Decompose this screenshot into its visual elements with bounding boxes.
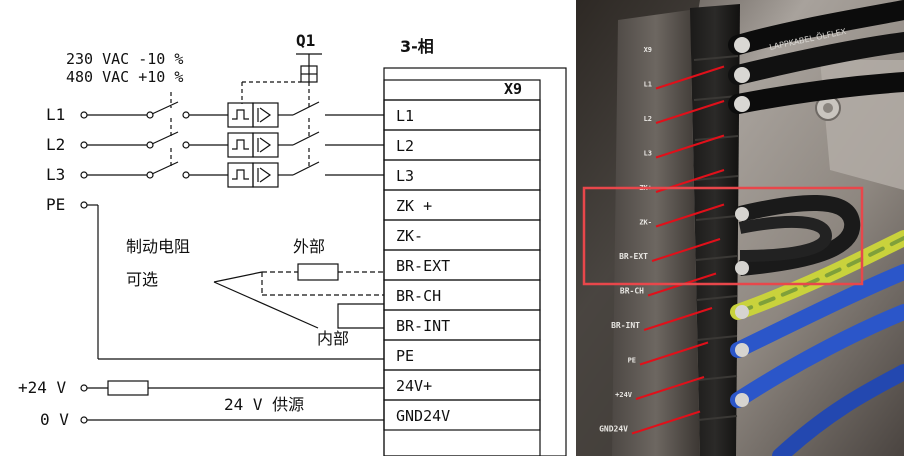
supply24-label: 24 V 供源 — [224, 395, 304, 414]
photo-pin-label: PE — [628, 357, 636, 365]
input-zero: 0 V — [40, 410, 69, 429]
signal-wires — [730, 230, 904, 456]
photo-pin-label: L2 — [644, 115, 652, 123]
photo-pin-label: ZK- — [639, 219, 652, 227]
fuse — [107, 380, 149, 396]
photo-pin-label: BR-EXT — [619, 252, 648, 261]
input-l2: L2 — [46, 135, 65, 154]
pin-label: PE — [396, 347, 414, 365]
breaker-label: Q1 — [296, 31, 315, 50]
pin-label: BR-INT — [396, 317, 450, 335]
connector-name: X9 — [504, 80, 522, 98]
phase-label: 3-相 — [400, 37, 434, 56]
label-plate — [612, 10, 700, 456]
mechanical-links — [170, 81, 310, 168]
photo-pin-label: BR-CH — [620, 287, 644, 296]
input-l3: L3 — [46, 165, 65, 184]
pin-label: L1 — [396, 107, 414, 125]
photo-pin-label: +24V — [615, 391, 633, 399]
supply-line-1: 230 VAC -10 % — [66, 50, 183, 68]
pin-marker — [639, 341, 709, 366]
phase-line-l3 — [80, 161, 384, 179]
photo-pin-label: GND24V — [599, 425, 628, 434]
pin-marker — [643, 307, 713, 331]
pin-label: BR-CH — [396, 287, 441, 305]
brake-title-2: 可选 — [126, 270, 158, 289]
photo-pin-label: L1 — [644, 81, 652, 89]
pin-marker — [635, 376, 705, 400]
pin-marker — [655, 134, 725, 159]
pin-marker — [631, 410, 701, 435]
pin-marker — [655, 65, 725, 90]
power-cables — [728, 0, 904, 114]
pin-label: L3 — [396, 167, 414, 185]
pin-marker — [655, 203, 725, 228]
brake-pins-highlight — [582, 186, 864, 286]
pin-marker — [651, 238, 721, 262]
supply24-wiring — [80, 380, 384, 424]
connector-photo: LAPPKABEL ÖLFLEX X9L1L2L3ZK+ZK-BR-EXTBR-… — [576, 0, 904, 456]
terminal-block — [690, 4, 740, 456]
phase-line-l1 — [80, 101, 384, 119]
brake-external-label: 外部 — [293, 237, 325, 256]
pe-line — [80, 201, 384, 360]
pin-cell — [383, 399, 541, 431]
brake-title-1: 制动电阻 — [126, 237, 190, 256]
overload-relays — [227, 102, 279, 188]
input-plus24: +24 V — [18, 378, 67, 397]
pin-label: 24V+ — [396, 377, 432, 395]
photo-pin-label: L3 — [644, 150, 652, 158]
schematic: 230 VAC -10 % 480 VAC +10 % Q1 L1 L2 L3 … — [18, 31, 567, 457]
input-pe: PE — [46, 195, 65, 214]
phase-line-l2 — [80, 131, 384, 149]
pin-label: BR-EXT — [396, 257, 450, 275]
pin-label: GND24V — [396, 407, 450, 425]
supply-line-2: 480 VAC +10 % — [66, 68, 183, 86]
brake-jumper — [735, 195, 861, 276]
pin-label: ZK- — [396, 227, 423, 245]
pin-label: L2 — [396, 137, 414, 155]
pin-label: ZK + — [396, 197, 432, 215]
pin-marker — [655, 100, 725, 124]
external-resistor — [297, 263, 339, 281]
input-l1: L1 — [46, 105, 65, 124]
brake-wiring — [213, 263, 384, 329]
brake-internal-label: 内部 — [317, 329, 349, 348]
photo-pin-label: X9 — [644, 46, 652, 54]
photo-pin-label: BR-INT — [611, 321, 640, 330]
